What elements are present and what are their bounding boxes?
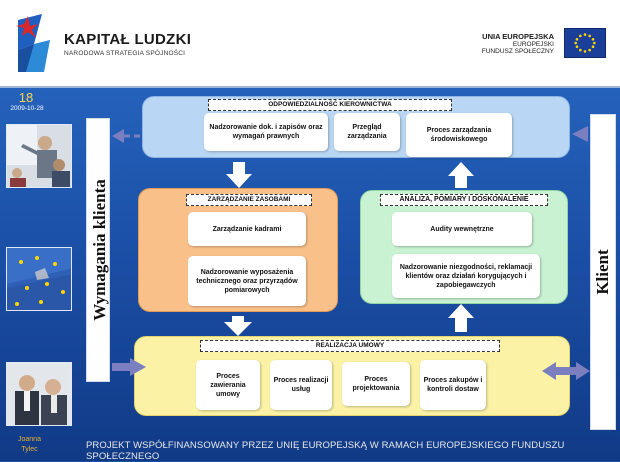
document-control-box: Nadzorowanie dok. i zapisów oraz wymagań… [204,113,328,151]
environmental-management-box: Proces zarządzania środowiskowego [406,113,512,157]
arrow-analysis-to-management [448,162,474,188]
procurement-control-box: Proces zakupów i kontroli dostaw [420,360,486,410]
eu-label-line3: FUNDUSZ SPOŁECZNY [481,48,554,55]
photo-presentation [6,124,72,188]
service-realization-box: Proces realizacji usług [270,360,332,410]
customer-label: Klient [593,249,612,295]
brand-subtitle: NARODOWA STRATEGIA SPÓJNOŚCI [64,50,186,57]
resource-management-title: ZARZĄDZANIE ZASOBAMI [186,194,312,206]
eu-label-line1: UNIA EUROPEJSKA [482,32,554,41]
analysis-improvement-title: ANALIZA, POMIARY I DOSKONALENIE [380,194,548,206]
author-first-name: Joanna [18,436,41,443]
footer-funding-note: PROJEKT WSPÓŁFINANSOWANY PRZEZ UNIĘ EURO… [86,440,565,462]
author-last-name: Tylec [21,446,38,453]
arrow-resources-to-realization [224,316,252,336]
contract-conclusion-box: Proces zawierania umowy [196,360,260,410]
arrow-realization-to-analysis [448,304,474,332]
hr-management-box: Zarządzanie kadrami [188,212,306,246]
eu-label-line2: EUROPEJSKI [512,41,554,48]
equipment-control-box: Nadzorowanie wyposażenia technicznego or… [188,256,306,306]
author: Joanna Tylec [18,435,41,455]
photo-team [6,362,72,426]
customer-requirements-label: Wymagania klienta [90,179,109,321]
design-process-box: Proces projektowania [342,362,410,406]
arrow-management-to-resources [226,162,252,188]
customer-bar [590,114,616,430]
eu-label: UNIA EUROPEJSKA EUROPEJSKI FUNDUSZ SPOŁE… [482,32,554,55]
slide-date: 2009-10-28 [10,105,44,112]
eu-flag-icon [564,28,606,58]
brand-title: KAPITAŁ LUDZKI [64,31,192,48]
photo-eu-flags [6,247,72,311]
management-review-box: Przegląd zarządzania [334,113,400,151]
arrow-customer-to-management [572,126,588,142]
slide-number: 18 [18,90,34,105]
eu-flags-photo-icon [7,248,71,310]
customer-requirements-bar [86,118,110,382]
internal-audits-box: Audity wewnętrzne [392,212,532,246]
team-photo-icon [7,363,71,425]
arrow-management-to-requirements [112,129,140,143]
nonconformity-control-box: Nadzorowanie niezgodności, reklamacji kl… [392,254,540,298]
header: KAPITAŁ LUDZKI NARODOWA STRATEGIA SPÓJNO… [0,0,620,88]
kapital-ludzki-logo-icon [14,10,54,76]
management-responsibility-title: ODPOWIEDZIALNOŚĆ KIEROWNICTWA [208,99,452,111]
contract-realization-title: REALIZACJA UMOWY [200,340,500,352]
presentation-photo-icon [7,125,71,187]
